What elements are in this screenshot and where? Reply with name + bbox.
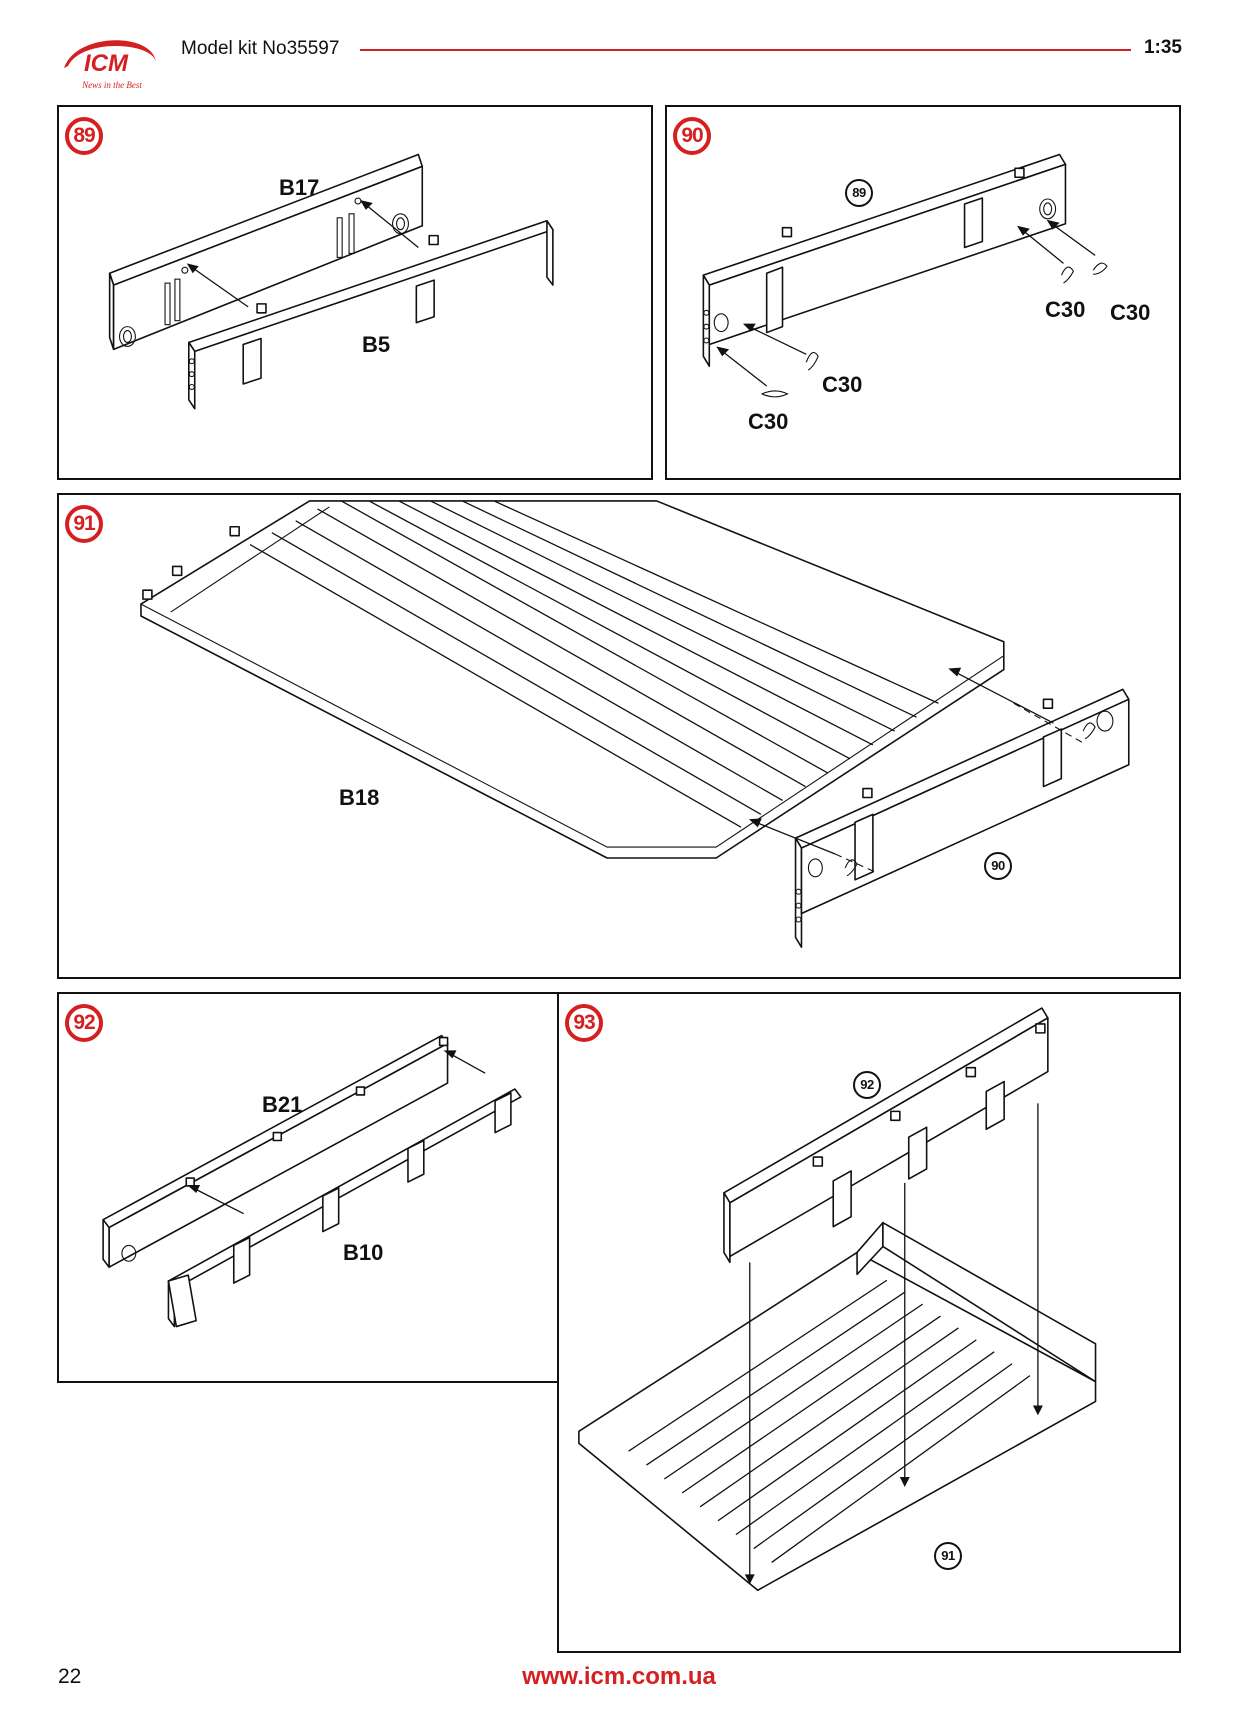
svg-text:News in the Best: News in the Best bbox=[81, 80, 142, 90]
step-89-panel: 89 B17 B5 bbox=[57, 105, 653, 480]
step-91-panel: 91 B18 90 bbox=[57, 493, 1181, 979]
part-label-b21: B21 bbox=[262, 1092, 303, 1117]
step-90-drawing bbox=[702, 153, 1108, 398]
part-label-b18: B18 bbox=[339, 785, 380, 810]
step-number-badge: 93 bbox=[565, 1004, 603, 1042]
header-scale: 1:35 bbox=[1143, 37, 1182, 58]
step-89-drawing bbox=[108, 153, 554, 410]
step-92-drawing bbox=[102, 1034, 522, 1328]
step-number-badge: 90 bbox=[673, 117, 711, 155]
ref-badge-91: 91 bbox=[934, 1542, 962, 1570]
ref-badge-90: 90 bbox=[984, 852, 1012, 880]
step-number-badge: 89 bbox=[65, 117, 103, 155]
floor-slats bbox=[628, 1279, 1031, 1563]
part-label-b5: B5 bbox=[362, 332, 391, 357]
part-label-c30: C30 bbox=[748, 409, 789, 434]
header-title: Model kit No35597 bbox=[181, 38, 340, 59]
floor-slats bbox=[249, 500, 939, 828]
step-93-drawing bbox=[578, 1007, 1097, 1592]
step-91-drawing bbox=[140, 500, 1130, 949]
part-label-c30: C30 bbox=[822, 372, 863, 397]
icm-logo: ICM News in the Best bbox=[64, 40, 156, 90]
website-link[interactable]: www.icm.com.ua bbox=[522, 1663, 716, 1690]
header-rule bbox=[360, 49, 1131, 51]
svg-text:ICM: ICM bbox=[84, 50, 129, 77]
ref-badge-92: 92 bbox=[853, 1071, 881, 1099]
step-90-panel: 90 89 C30 C30 C30 C30 bbox=[665, 105, 1181, 480]
page-number: 22 bbox=[58, 1665, 82, 1688]
step-93-panel: 93 92 91 bbox=[557, 992, 1181, 1653]
step-92-panel: 92 B21 B10 bbox=[57, 992, 559, 1383]
step-number-badge: 92 bbox=[65, 1004, 103, 1042]
part-label-b10: B10 bbox=[343, 1240, 384, 1265]
part-label-c30: C30 bbox=[1110, 300, 1151, 325]
part-label-c30: C30 bbox=[1045, 297, 1086, 322]
ref-badge-89: 89 bbox=[845, 179, 873, 207]
part-label-b17: B17 bbox=[279, 175, 320, 200]
step-number-badge: 91 bbox=[65, 505, 103, 543]
